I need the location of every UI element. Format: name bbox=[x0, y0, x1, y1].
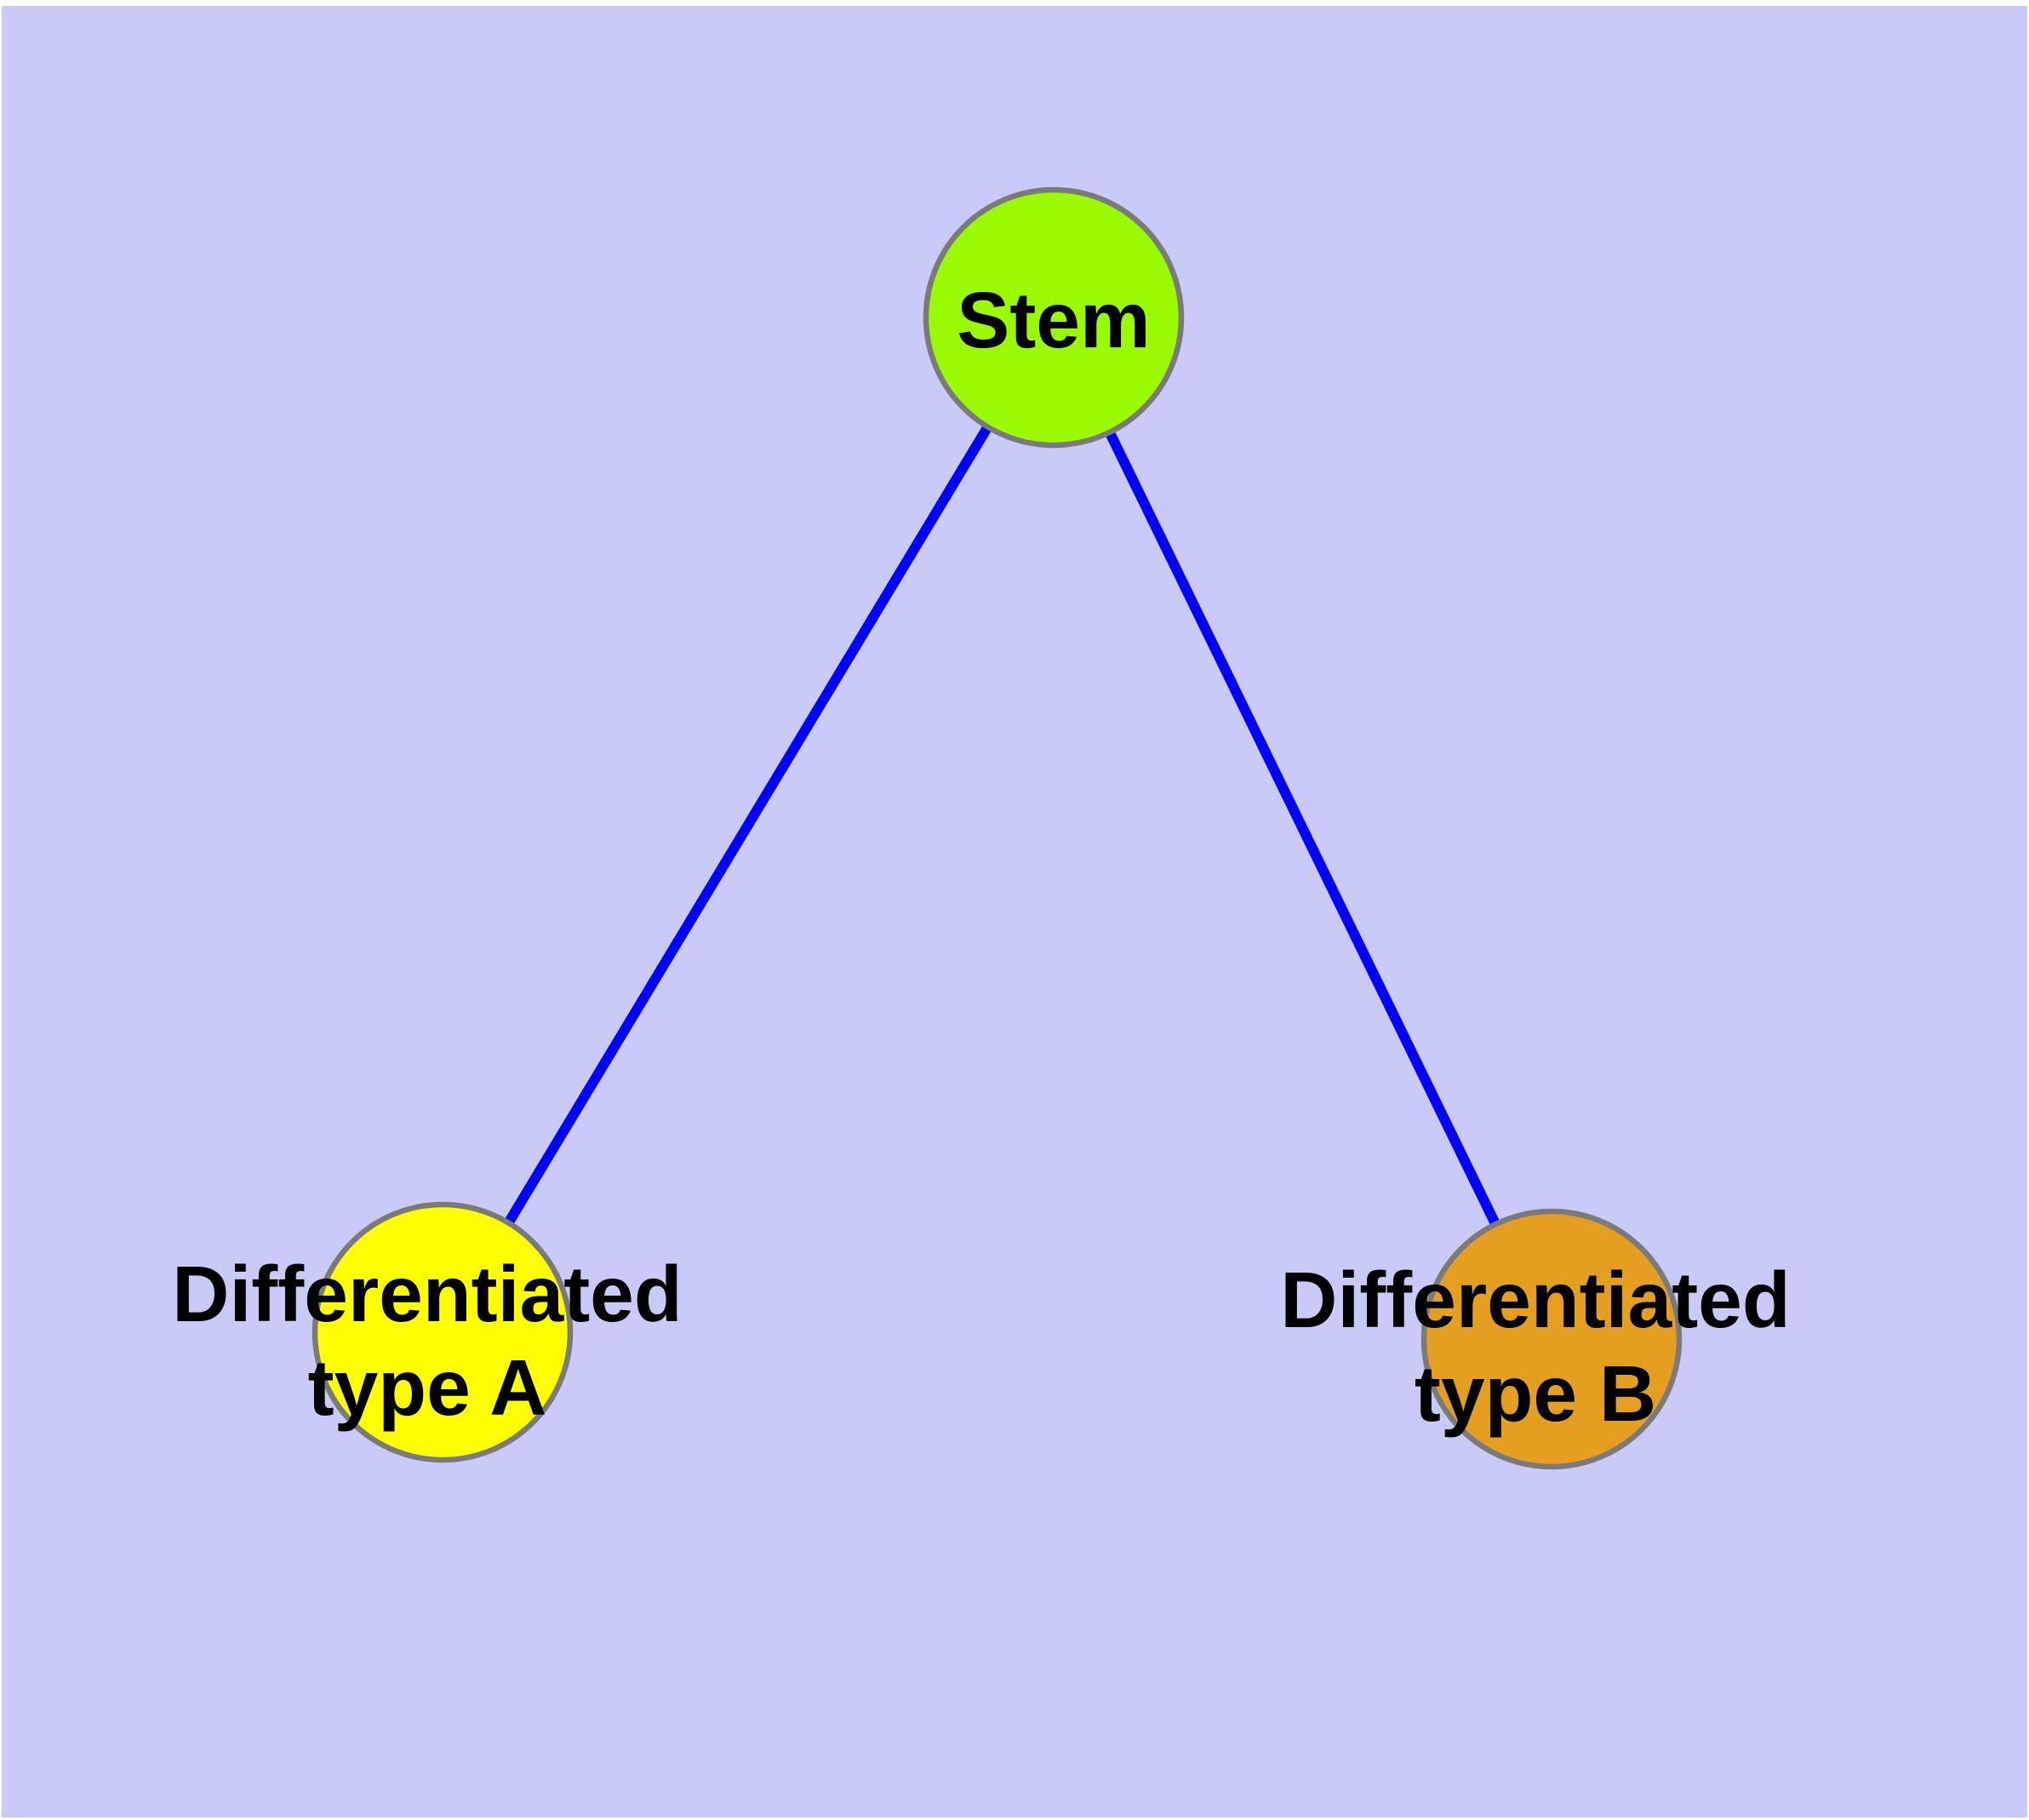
node-type-b-circle bbox=[1420, 1208, 1683, 1470]
node-stem-circle bbox=[923, 186, 1185, 449]
edge-stem-to-type-b bbox=[1049, 315, 1557, 1342]
node-type-a-label: Differentiated type A bbox=[172, 1250, 683, 1432]
node-type-a-circle bbox=[311, 1201, 574, 1463]
node-type-b-label: Differentiated type B bbox=[1280, 1256, 1791, 1438]
edge-stem-to-type-a bbox=[437, 314, 1059, 1336]
node-stem-label: Stem bbox=[957, 276, 1151, 364]
